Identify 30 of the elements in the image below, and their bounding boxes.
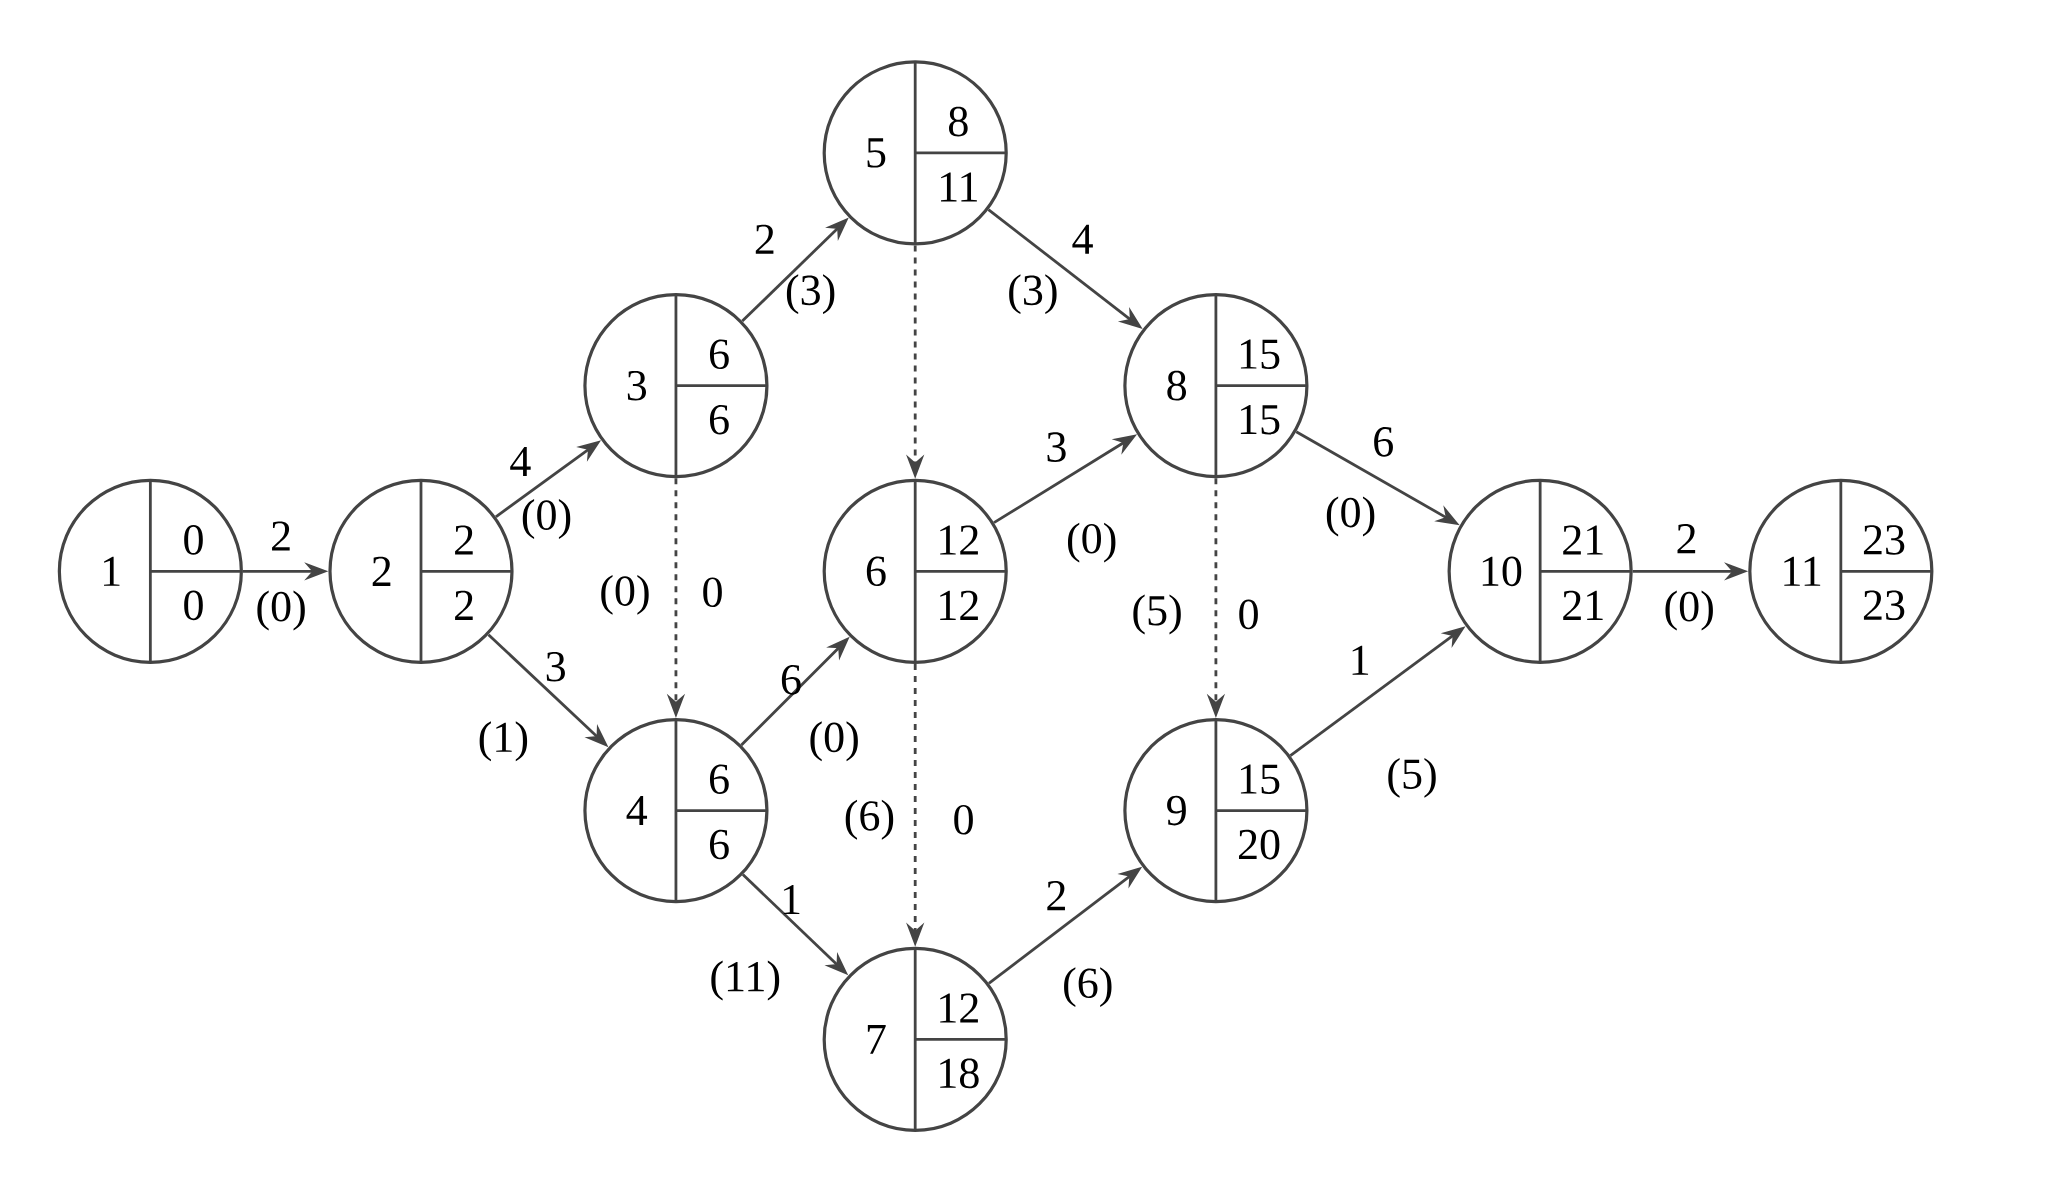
float-label: (0) xyxy=(601,574,649,615)
edge-label: 6 xyxy=(1374,427,1393,457)
float-label: (0) xyxy=(522,499,571,539)
edge-label: 2 xyxy=(1047,881,1065,911)
edge-label: 4 xyxy=(1072,224,1093,254)
edge-label: 2 xyxy=(755,224,774,254)
edge-label: 0 xyxy=(1239,599,1258,630)
float-label: (6) xyxy=(845,799,894,840)
float-label: (0) xyxy=(257,590,305,631)
edge-label: 6 xyxy=(781,665,801,695)
float-label: (0) xyxy=(810,721,858,762)
edge-label: 1 xyxy=(783,885,800,915)
edge-label: 2 xyxy=(272,521,290,551)
float-label: (11) xyxy=(711,960,780,1001)
float-label: (6) xyxy=(1064,967,1112,1008)
float-label: (3) xyxy=(1009,274,1057,315)
float-label: (0) xyxy=(1326,496,1375,537)
float-label: (0) xyxy=(1665,590,1713,631)
edge-label: 1 xyxy=(1352,645,1369,675)
float-label: (0) xyxy=(1068,522,1116,563)
edge-label: 0 xyxy=(954,804,973,835)
float-label: (5) xyxy=(1388,758,1436,798)
edge-label: 3 xyxy=(1047,432,1066,462)
edge-label: 3 xyxy=(546,652,565,682)
edge-label: 2 xyxy=(1677,524,1696,554)
float-label: (1) xyxy=(479,721,528,762)
float-label: (5) xyxy=(1133,594,1181,635)
float-label: (3) xyxy=(786,274,835,315)
edge-label: 4 xyxy=(510,447,531,476)
edge-label: 0 xyxy=(703,577,722,608)
